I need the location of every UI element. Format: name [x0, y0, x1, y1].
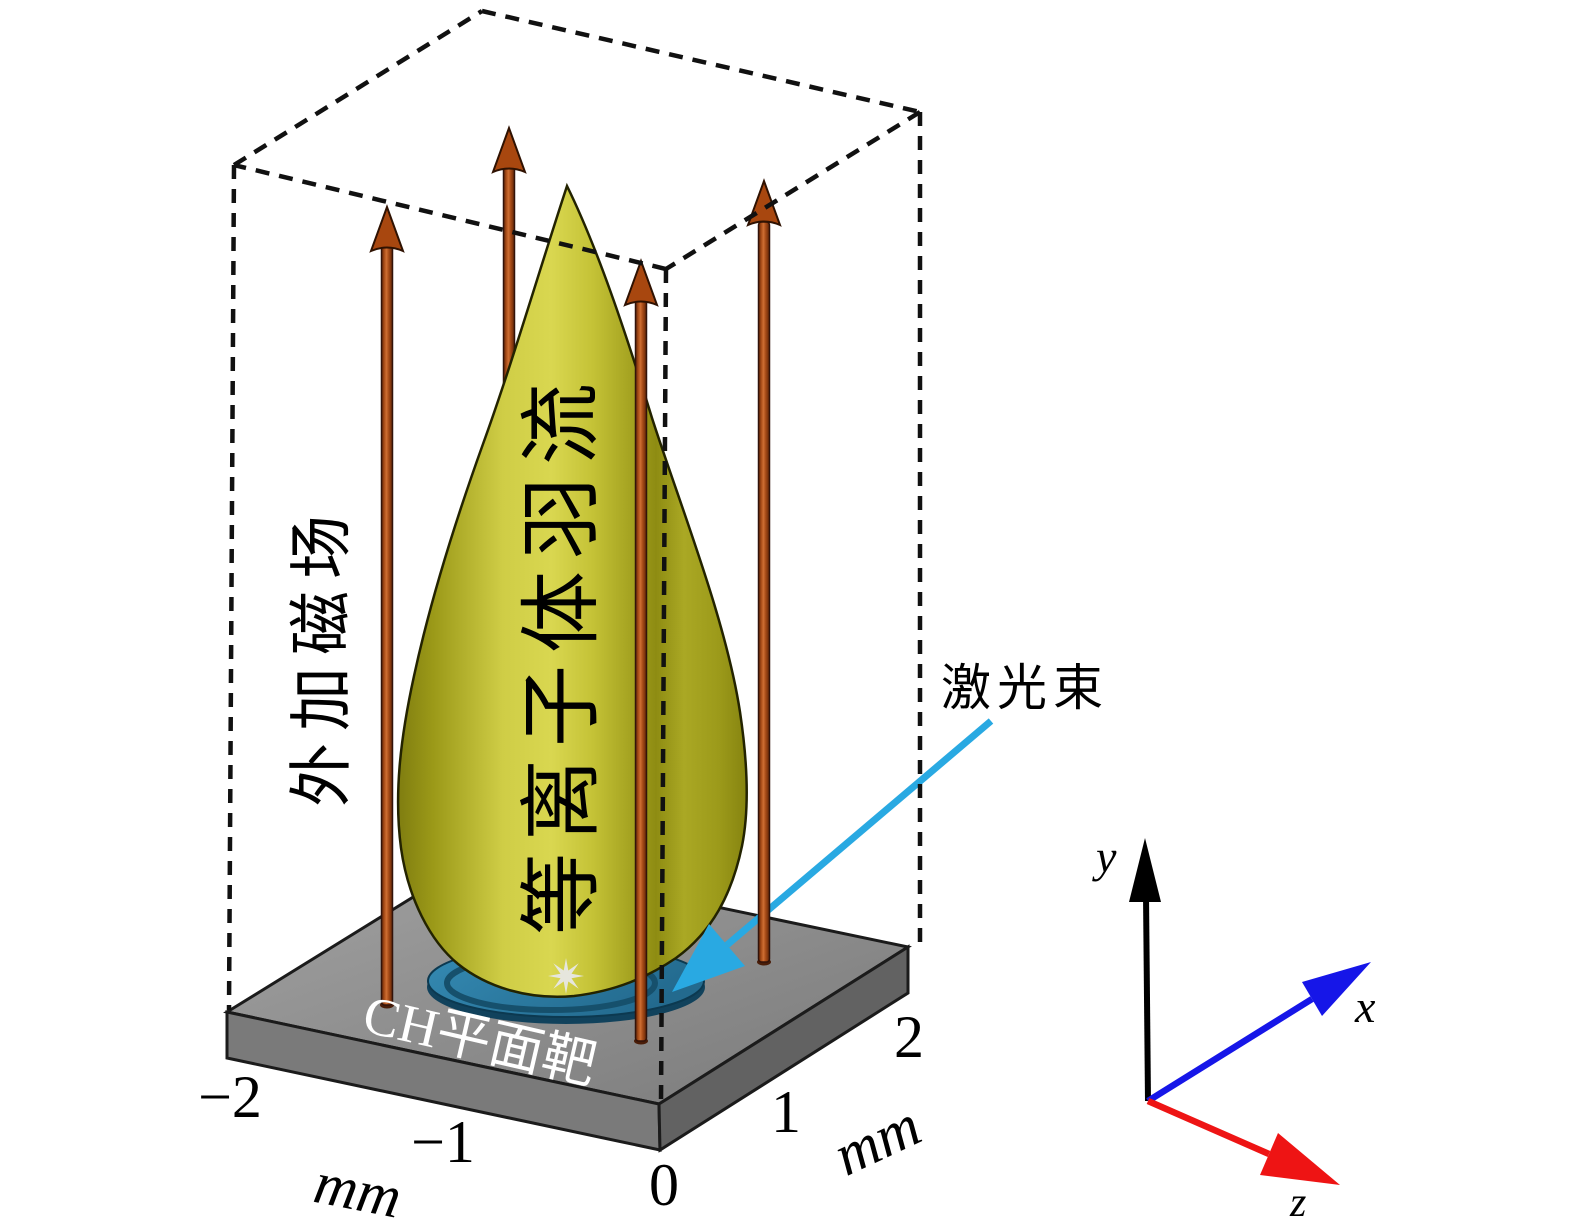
tick-1: 1	[771, 1079, 801, 1145]
left-unit-label: mm	[309, 1149, 407, 1230]
x-axis-label: x	[1354, 981, 1376, 1032]
right-unit-label: mm	[824, 1092, 930, 1188]
magnetic-field-arrow-front	[623, 258, 659, 1045]
magnetic-field-arrow-left	[369, 204, 405, 1009]
z-axis-label: z	[1289, 1180, 1306, 1226]
axes-triad: y x z	[1092, 831, 1376, 1226]
y-axis-label: y	[1092, 831, 1117, 882]
magnetic-field-arrow-right	[746, 178, 782, 966]
z-axis-arrow	[1260, 1133, 1340, 1185]
laser-beam-label: 激光束	[941, 660, 1109, 716]
magnetic-field-label: 外加磁场	[287, 503, 358, 807]
tick-neg2: −2	[198, 1064, 262, 1130]
magnetic-field-arrow-back	[491, 125, 527, 407]
x-axis-arrow	[1302, 962, 1371, 1016]
plasma-plume-shape: 等离子体羽流	[396, 182, 748, 998]
dashed-simulation-box	[226, 8, 923, 1104]
tick-neg1: −1	[411, 1109, 475, 1175]
tick-2: 2	[894, 1004, 924, 1070]
tick-0: 0	[649, 1152, 679, 1218]
plasma-plume-label: 等离子体羽流	[517, 371, 608, 935]
laser-spot-star-icon	[548, 958, 584, 994]
y-axis-arrow	[1129, 838, 1161, 902]
laser-beam-arrow	[672, 718, 994, 992]
